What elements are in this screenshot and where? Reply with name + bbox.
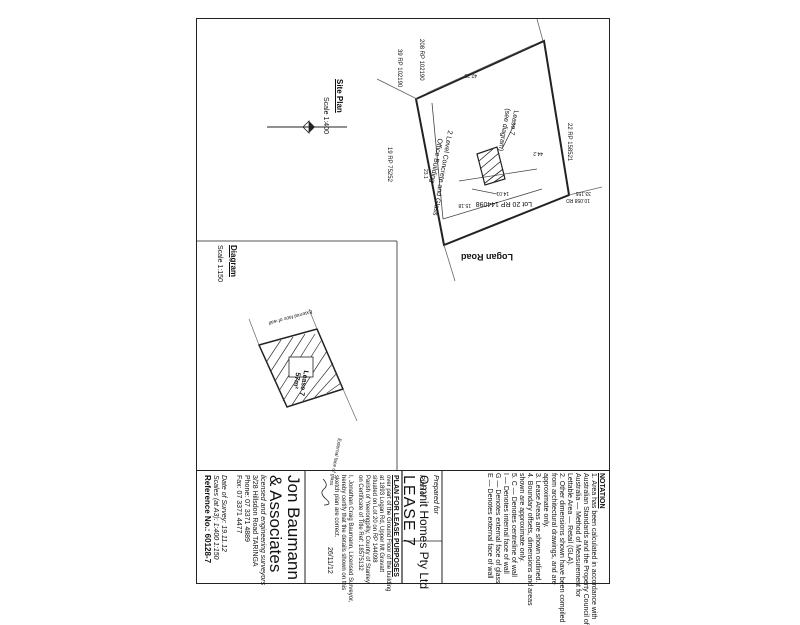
reference-number: Reference No.: 60128-7 bbox=[203, 475, 212, 564]
notation-item: E — Denotes external face of wall bbox=[486, 473, 493, 579]
company-address: 3/28 Hillsdon Road TARINGA bbox=[251, 475, 258, 567]
notation-item: 1. Area has been calculated in accordanc… bbox=[590, 473, 597, 620]
notation-item: 5. C — Denotes centreline of wall bbox=[510, 473, 517, 577]
neighbour-19: 19 RP 75252 bbox=[386, 147, 392, 182]
drawing-sheet: Site Plan Scale 1:400 Logan Road Lot 20 … bbox=[196, 18, 610, 584]
neighbour-39: 39 RP 102190 bbox=[396, 49, 402, 88]
neighbour-22: 22 RP 158521 bbox=[566, 123, 572, 162]
plan-of-block: Plan of LEASE 7 bbox=[399, 475, 425, 547]
title-block: NOTATION 1. Area has been calculated in … bbox=[197, 470, 609, 625]
purpose-block: PLAN FOR LEASE PURPOSES over part of the… bbox=[332, 475, 399, 602]
prepared-for-label: Prepared for bbox=[432, 475, 439, 514]
lot-label: Lot 20 RP 144098 bbox=[475, 200, 532, 207]
dim-6: 23.1 bbox=[422, 169, 428, 179]
notation-item: I — Denotes internal face of wall bbox=[502, 473, 509, 574]
dim-4: 14.01 bbox=[496, 190, 509, 196]
notation-item: 4. Boundary offsets, dimensions and area… bbox=[526, 473, 533, 606]
site-plan-title: Site Plan bbox=[335, 79, 344, 113]
company-sub: licensed and engineering surveyors bbox=[259, 475, 266, 586]
company-block: Jon Baumann & Associates licensed and en… bbox=[234, 475, 303, 586]
north-arrow bbox=[267, 120, 347, 134]
dim-2: 10.058 RD bbox=[566, 197, 590, 203]
cert-line: I, Jonathan Craig Baumann, Licensed Surv… bbox=[347, 475, 353, 603]
site-plan-scale: Scale 1:400 bbox=[322, 97, 329, 134]
purpose-heading: PLAN FOR LEASE PURPOSES bbox=[392, 475, 399, 577]
lease-7-site-hatch bbox=[476, 146, 506, 186]
neighbour-208: 208 RP 102190 bbox=[418, 39, 424, 81]
site-plan-drawing bbox=[197, 19, 603, 471]
company-fax: Fax: 07 3371 4477 bbox=[235, 475, 242, 534]
signature-mark bbox=[321, 478, 330, 506]
plan-of-label: Plan of bbox=[418, 475, 425, 497]
purpose-line: situated on Lot 20 on RP 144098 bbox=[371, 475, 377, 563]
dim-5: 15.18 bbox=[458, 202, 471, 208]
notation-item: 3. Lease Areas are shown outlined. bbox=[534, 473, 541, 583]
road-name: Logan Road bbox=[461, 252, 513, 262]
purpose-line: Parish of Yeerongpilly, County of Stanle… bbox=[364, 475, 370, 583]
purpose-line: at 1893 Logan Rd, Upper Mt Gravatt bbox=[378, 475, 384, 573]
lease-7-diagram-hatch bbox=[257, 328, 345, 408]
purpose-line: on Certificate of Title Ref: 18575132 bbox=[357, 475, 363, 571]
cert-line: sketch plan are correct. bbox=[333, 475, 339, 538]
notation-item: approximate only. bbox=[542, 473, 549, 528]
dim-7: 42.23 bbox=[464, 72, 477, 78]
company-name-1: Jon Baumann bbox=[284, 475, 303, 580]
company-name-2: & Associates bbox=[266, 475, 285, 573]
company-phone: Phone: 07 3371 4889 bbox=[243, 475, 250, 542]
notation-item: 2. Other dimensions shown have been comp… bbox=[558, 473, 565, 623]
diagram-scale: Scale 1:150 bbox=[216, 245, 223, 282]
signature-line: 26/11/12 bbox=[315, 477, 333, 577]
diagram-title: Diagram bbox=[229, 245, 238, 278]
dim-3: 44.2 bbox=[533, 150, 543, 156]
survey-date: Date of Survey: 19.11.12 bbox=[220, 475, 227, 552]
notation-item: from architectural drawings, and are bbox=[550, 473, 557, 585]
sign-date: 26/11/12 bbox=[326, 547, 333, 574]
notation-item: G — Denotes external face of glass bbox=[494, 473, 501, 584]
notation-item: Lettable Area — Retail (GLA). bbox=[566, 473, 573, 566]
notation-item: Australian Standards and the Property Co… bbox=[582, 473, 589, 625]
notation-heading: NOTATION bbox=[598, 473, 605, 509]
plan-name: LEASE 7 bbox=[400, 475, 417, 547]
survey-scales: Scales (at A3): 1:400 1:150 bbox=[212, 475, 219, 560]
notation-item: shown are approximate only. bbox=[518, 473, 525, 562]
cert-line: hereby certify that the details shown on… bbox=[340, 475, 346, 591]
notation-block: NOTATION 1. Area has been calculated in … bbox=[485, 473, 605, 625]
survey-info: Date of Survey: 19.11.12 Scales (at A3):… bbox=[203, 475, 227, 563]
notation-item: Australia — Method of Measurement for bbox=[574, 473, 581, 598]
purpose-line: over part of the Ground Floor of the bui… bbox=[385, 475, 391, 592]
